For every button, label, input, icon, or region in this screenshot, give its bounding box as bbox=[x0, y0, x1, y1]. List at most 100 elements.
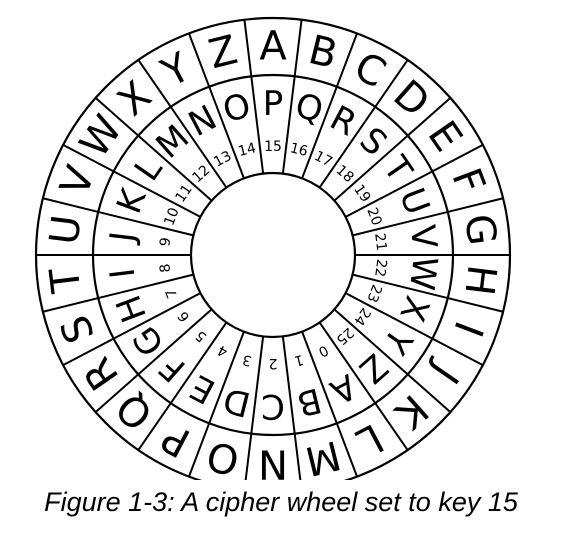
inner-ring-letter: K bbox=[109, 182, 155, 219]
outer-segment-divider bbox=[374, 402, 409, 451]
outer-segment-divider bbox=[374, 59, 409, 108]
inner-ring-letter: S bbox=[352, 120, 395, 164]
inner-ring-number: 17 bbox=[312, 148, 335, 170]
inner-ring-number: 22 bbox=[371, 258, 389, 278]
inner-ring-number: 23 bbox=[363, 282, 384, 304]
inner-segment-divider bbox=[333, 308, 409, 376]
inner-ring-letter: H bbox=[109, 289, 155, 327]
inner-segment-divider bbox=[281, 76, 296, 174]
inner-ring-letter: G bbox=[125, 319, 173, 363]
inner-segment-divider bbox=[318, 321, 377, 404]
inner-segment-divider bbox=[352, 273, 449, 300]
outer-segment-divider bbox=[431, 337, 484, 367]
inner-segment-divider bbox=[97, 210, 194, 237]
outer-ring-letter: N bbox=[258, 441, 288, 481]
inner-ring-number: 9 bbox=[157, 237, 174, 248]
outer-ring-letter: T bbox=[42, 265, 91, 296]
outer-ring-letter: U bbox=[41, 213, 90, 248]
outer-segment-divider bbox=[137, 402, 172, 451]
inner-segment-divider bbox=[301, 331, 338, 424]
figure-caption: Figure 1-3: A cipher wheel set to key 15 bbox=[44, 487, 518, 517]
outer-ring-letter: P bbox=[155, 414, 198, 466]
inner-ring-number: 1 bbox=[293, 351, 305, 369]
outer-segment-divider bbox=[335, 33, 358, 88]
outer-ring-letter: G bbox=[455, 212, 504, 248]
outer-ring-letter: F bbox=[442, 162, 493, 200]
inner-ring-letter: P bbox=[263, 84, 284, 124]
inner-segment-divider bbox=[137, 308, 213, 376]
inner-ring-edge bbox=[189, 171, 357, 339]
outer-segment-divider bbox=[42, 297, 99, 313]
inner-ring-number: 20 bbox=[363, 206, 384, 228]
inner-segment-divider bbox=[345, 170, 433, 218]
inner-segment-divider bbox=[113, 292, 201, 340]
outer-ring-letter: I bbox=[444, 315, 491, 342]
outer-ring-letter: B bbox=[304, 27, 342, 78]
outer-ring-letter: H bbox=[455, 262, 504, 297]
inner-ring-number: 5 bbox=[193, 327, 210, 345]
inner-ring-number: 16 bbox=[288, 140, 309, 160]
inner-segment-divider bbox=[250, 336, 265, 434]
outer-ring-letter: M bbox=[301, 431, 346, 480]
inner-ring-number: 18 bbox=[333, 162, 357, 186]
outer-segment-divider bbox=[293, 433, 302, 480]
inner-ring-number: 21 bbox=[371, 232, 389, 252]
inner-ring-letter: Y bbox=[375, 320, 420, 361]
inner-segment-divider bbox=[281, 336, 296, 434]
outer-segment-divider bbox=[62, 337, 115, 367]
outer-segment-divider bbox=[243, 19, 253, 77]
inner-segment-divider bbox=[97, 273, 194, 300]
inner-ring-number: 14 bbox=[237, 140, 258, 160]
inner-ring-number: 8 bbox=[157, 263, 174, 274]
inner-ring-number: 0 bbox=[316, 341, 331, 359]
outer-segment-divider bbox=[62, 143, 115, 173]
outer-ring-letter: Y bbox=[154, 44, 198, 97]
inner-segment-divider bbox=[169, 106, 228, 189]
inner-segment-divider bbox=[113, 170, 201, 218]
inner-ring-number: 24 bbox=[350, 304, 373, 328]
inner-segment-divider bbox=[318, 106, 377, 189]
inner-ring-number: 15 bbox=[264, 139, 282, 155]
inner-ring-number: 7 bbox=[163, 286, 181, 300]
inner-segment-divider bbox=[301, 86, 338, 179]
inner-ring-letter: I bbox=[103, 266, 144, 281]
inner-ring-letter: T bbox=[374, 148, 419, 189]
inner-segment-divider bbox=[208, 86, 245, 179]
inner-ring-letter: F bbox=[152, 347, 193, 390]
outer-ring-letter: J bbox=[422, 353, 468, 391]
inner-segment-divider bbox=[352, 210, 449, 237]
inner-ring-number: 11 bbox=[172, 182, 195, 206]
outer-segment-divider bbox=[188, 422, 211, 477]
inner-ring-letter: V bbox=[402, 223, 445, 251]
outer-ring-letter: A bbox=[259, 24, 287, 70]
outer-segment-divider bbox=[94, 373, 139, 413]
outer-segment-divider bbox=[447, 197, 504, 213]
outer-segment-divider bbox=[431, 143, 484, 173]
inner-ring-letter: J bbox=[102, 229, 143, 246]
outer-ring-letter: V bbox=[52, 160, 105, 202]
outer-ring-letter: S bbox=[52, 309, 104, 349]
inner-ring-letter: Z bbox=[351, 345, 395, 390]
inner-ring-number: 13 bbox=[211, 148, 234, 170]
inner-ring-number: 25 bbox=[333, 324, 357, 348]
inner-segment-divider bbox=[333, 134, 409, 202]
outer-segment-divider bbox=[407, 373, 452, 413]
outer-segment-divider bbox=[94, 97, 139, 137]
inner-ring-letter: D bbox=[219, 379, 254, 424]
inner-segment-divider bbox=[137, 134, 213, 202]
outer-segment-divider bbox=[293, 19, 303, 77]
outer-segment-divider bbox=[137, 59, 172, 108]
outer-segment-divider bbox=[447, 297, 504, 313]
outer-ring-letter: D bbox=[384, 72, 438, 127]
inner-segment-divider bbox=[208, 331, 245, 424]
outer-segment-divider bbox=[407, 97, 452, 137]
outer-ring-letter: Z bbox=[204, 27, 242, 78]
inner-ring-letter: B bbox=[293, 379, 325, 423]
inner-ring-number: 4 bbox=[215, 341, 230, 359]
outer-segment-divider bbox=[188, 33, 211, 88]
inner-ring-letter: C bbox=[261, 386, 285, 426]
outer-ring-letter: C bbox=[347, 44, 393, 98]
outer-segment-divider bbox=[42, 197, 99, 213]
inner-ring-number: 12 bbox=[189, 162, 213, 186]
